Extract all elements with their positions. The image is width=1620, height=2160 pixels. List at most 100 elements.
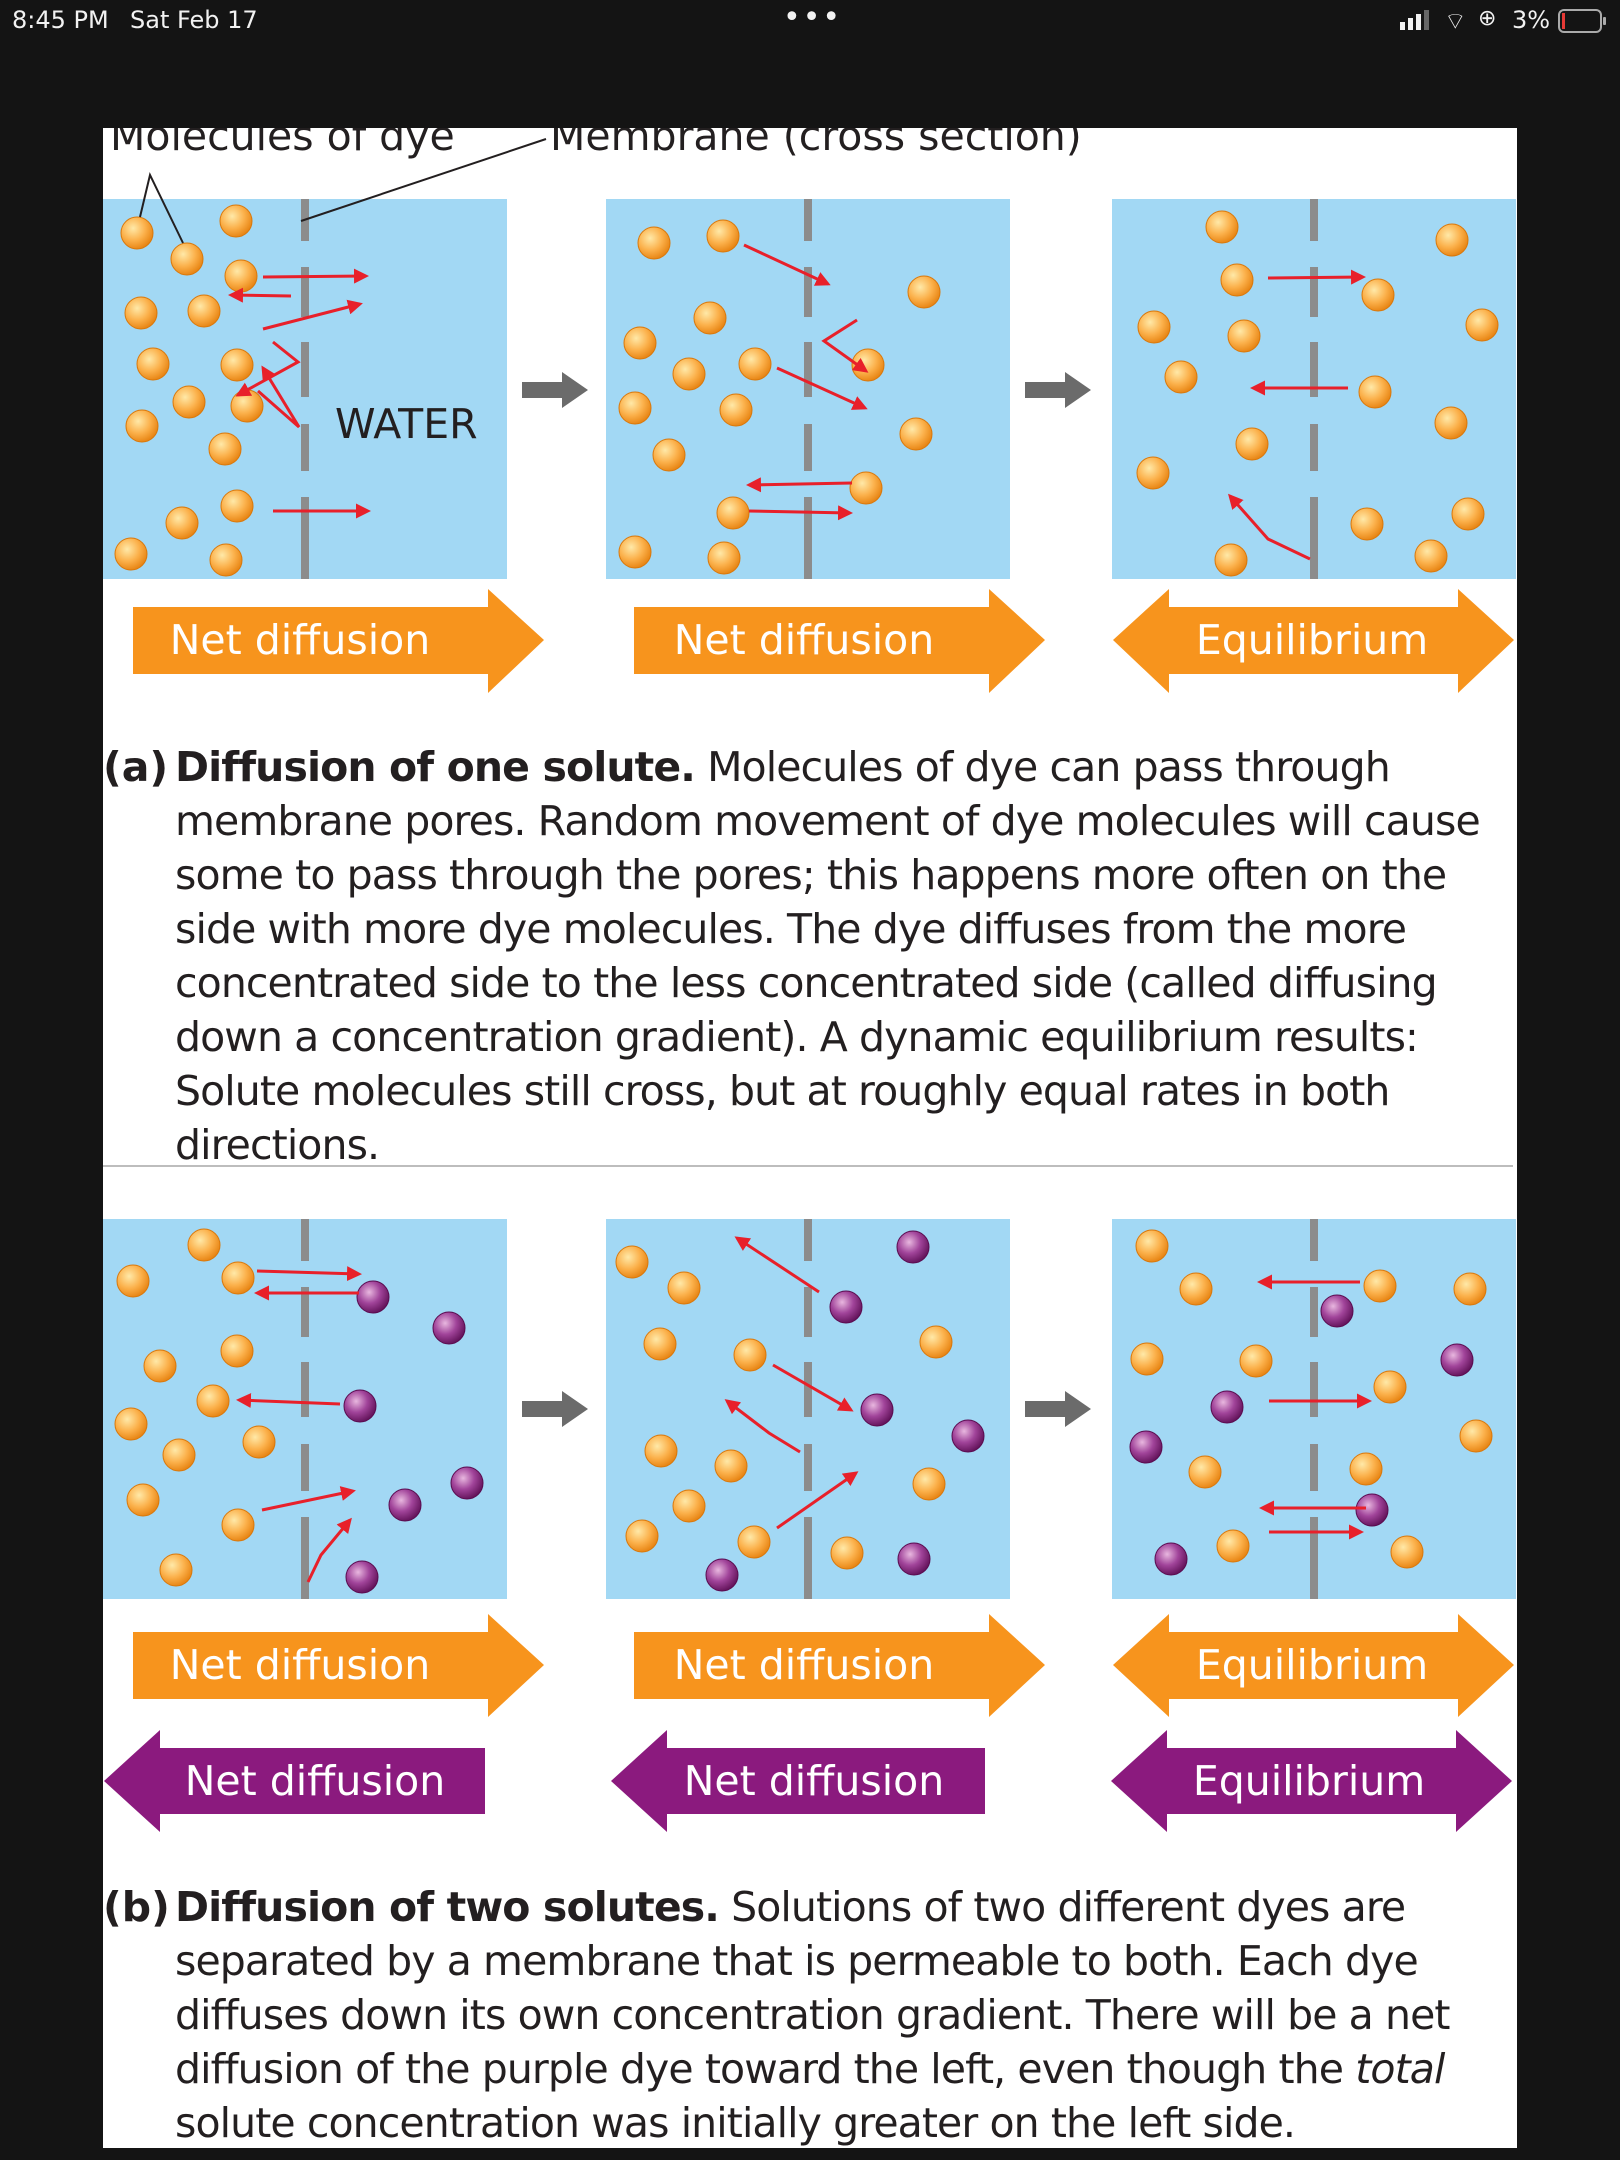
orange-dye-molecule: [1390, 1535, 1424, 1569]
svg-text:Equilibrium: Equilibrium: [1196, 616, 1428, 664]
movement-arrow: [746, 477, 853, 493]
purple-dye-molecule: [345, 1560, 379, 1594]
purple-dye-molecule: [705, 1558, 739, 1592]
orange-dye-molecule: [136, 347, 170, 381]
orange-dye-molecule: [220, 1334, 254, 1368]
orange-dye-molecule: [208, 432, 242, 466]
membrane-pore-segment: [301, 1219, 309, 1261]
orange-dye-molecule: [693, 301, 727, 335]
orange-dye-molecule: [849, 471, 883, 505]
membrane-pore-segment: [301, 424, 309, 471]
orange-dye-molecule: [1214, 543, 1248, 577]
orange-dye-molecule: [1227, 319, 1261, 353]
orange-dye-molecule: [1136, 456, 1170, 490]
purple-dye-molecule: [897, 1542, 931, 1576]
caption-b-text: Solutions of two different dyes are sepa…: [175, 1883, 1451, 2093]
movement-arrow: [235, 340, 301, 397]
membrane-pore-segment: [1310, 1219, 1318, 1261]
net-diffusion-arrow-b2-purple: Net diffusion: [611, 1730, 985, 1832]
molecules-of-dye-label: Molecules of dye: [110, 128, 455, 160]
movement-arrow: [772, 1363, 854, 1412]
orange-dye-molecule: [1363, 1269, 1397, 1303]
membrane-pore-segment: [804, 267, 812, 317]
water-panel-b3: [1112, 1219, 1516, 1599]
membrane-pore-segment: [301, 342, 309, 397]
orange-dye-molecule: [172, 385, 206, 419]
membrane-pore-segment: [1310, 1362, 1318, 1417]
textbook-figure: Molecules of dye Membrane (cross section…: [103, 128, 1517, 2148]
membrane-pore-segment: [1310, 497, 1318, 579]
orange-dye-molecule: [220, 348, 254, 382]
orange-dye-molecule: [196, 1384, 230, 1418]
multitasking-dots[interactable]: •••: [783, 0, 843, 35]
orange-dye-molecule: [830, 1536, 864, 1570]
membrane-pore-segment: [1310, 1444, 1318, 1491]
caption-a-tag: (a): [103, 743, 169, 791]
orange-dye-molecule: [114, 537, 148, 571]
membrane-pore-segment: [1310, 424, 1318, 471]
orange-dye-molecule: [159, 1553, 193, 1587]
orange-dye-molecule: [124, 296, 158, 330]
movement-arrow: [776, 1471, 859, 1530]
purple-dye-molecule: [829, 1290, 863, 1324]
movement-arrow: [236, 1392, 341, 1408]
membrane-pore-segment: [804, 342, 812, 397]
membrane-pore-segment: [1310, 267, 1318, 317]
diffusion-diagram: Molecules of dye Membrane (cross section…: [103, 128, 1516, 1832]
molecules-leader-line: [139, 172, 184, 244]
svg-text:Net diffusion: Net diffusion: [674, 616, 934, 664]
membrane-pore-segment: [301, 497, 309, 579]
purple-dye-molecule: [343, 1389, 377, 1423]
battery-icon: [1558, 9, 1606, 33]
orange-dye-molecule: [221, 1261, 255, 1295]
water-panel-b1: [103, 1219, 507, 1599]
purple-dye-molecule: [432, 1311, 466, 1345]
orange-dye-molecule: [1459, 1419, 1493, 1453]
membrane-pore-segment: [804, 199, 812, 241]
caption-b-tag: (b): [103, 1883, 170, 1931]
membrane-pore-segment: [1310, 342, 1318, 397]
movement-arrow: [257, 365, 301, 429]
net-diffusion-arrow-b1-orange: Net diffusion: [133, 1614, 544, 1717]
membrane-pore-segment: [804, 1362, 812, 1417]
orange-dye-molecule: [1205, 210, 1239, 244]
svg-text:Net diffusion: Net diffusion: [684, 1757, 944, 1805]
membrane-pore-segment: [804, 1517, 812, 1599]
orientation-lock-icon: ⊕: [1478, 6, 1497, 31]
orange-dye-molecule: [1164, 360, 1198, 394]
purple-dye-molecule: [1355, 1493, 1389, 1527]
orange-dye-molecule: [220, 489, 254, 523]
membrane-pore-segment: [1310, 199, 1318, 241]
status-bar: 8:45 PM Sat Feb 17 ••• ⌔ ⊕ 3%: [0, 0, 1620, 40]
orange-dye-molecule: [209, 543, 243, 577]
orange-dye-molecule: [618, 535, 652, 569]
orange-dye-molecule: [120, 216, 154, 250]
wifi-icon: ⌔: [1444, 7, 1467, 35]
orange-dye-molecule: [165, 506, 199, 540]
membrane-label: Membrane (cross section): [550, 128, 1082, 160]
orange-dye-molecule: [667, 1271, 701, 1305]
orange-dye-molecule: [221, 1508, 255, 1542]
purple-dye-molecule: [450, 1466, 484, 1500]
purple-dye-molecule: [1320, 1294, 1354, 1328]
movement-arrow: [306, 1517, 352, 1583]
membrane-pore-segment: [804, 1287, 812, 1337]
caption-b-emphasis: total: [1355, 2045, 1445, 2093]
purple-dye-molecule: [951, 1419, 985, 1453]
caption-b-text-end: solute concentration was initially great…: [175, 2099, 1296, 2147]
membrane-pore-segment: [1310, 1517, 1318, 1599]
process-arrow: [1025, 1391, 1091, 1427]
section-divider: [103, 1165, 1513, 1167]
caption-a-heading: Diffusion of one solute.: [175, 743, 696, 791]
net-diffusion-arrow-a2: Net diffusion: [634, 589, 1045, 693]
orange-dye-molecule: [1135, 1229, 1169, 1263]
orange-dye-molecule: [116, 1264, 150, 1298]
orange-dye-molecule: [672, 1489, 706, 1523]
orange-dye-molecule: [919, 1325, 953, 1359]
orange-dye-molecule: [143, 1349, 177, 1383]
orange-dye-molecule: [644, 1434, 678, 1468]
caption-b: (b) Diffusion of two solutes. Solutions …: [103, 1880, 1517, 2148]
orange-dye-molecule: [1453, 1272, 1487, 1306]
movement-arrow: [748, 505, 853, 521]
movement-arrow: [743, 243, 831, 286]
